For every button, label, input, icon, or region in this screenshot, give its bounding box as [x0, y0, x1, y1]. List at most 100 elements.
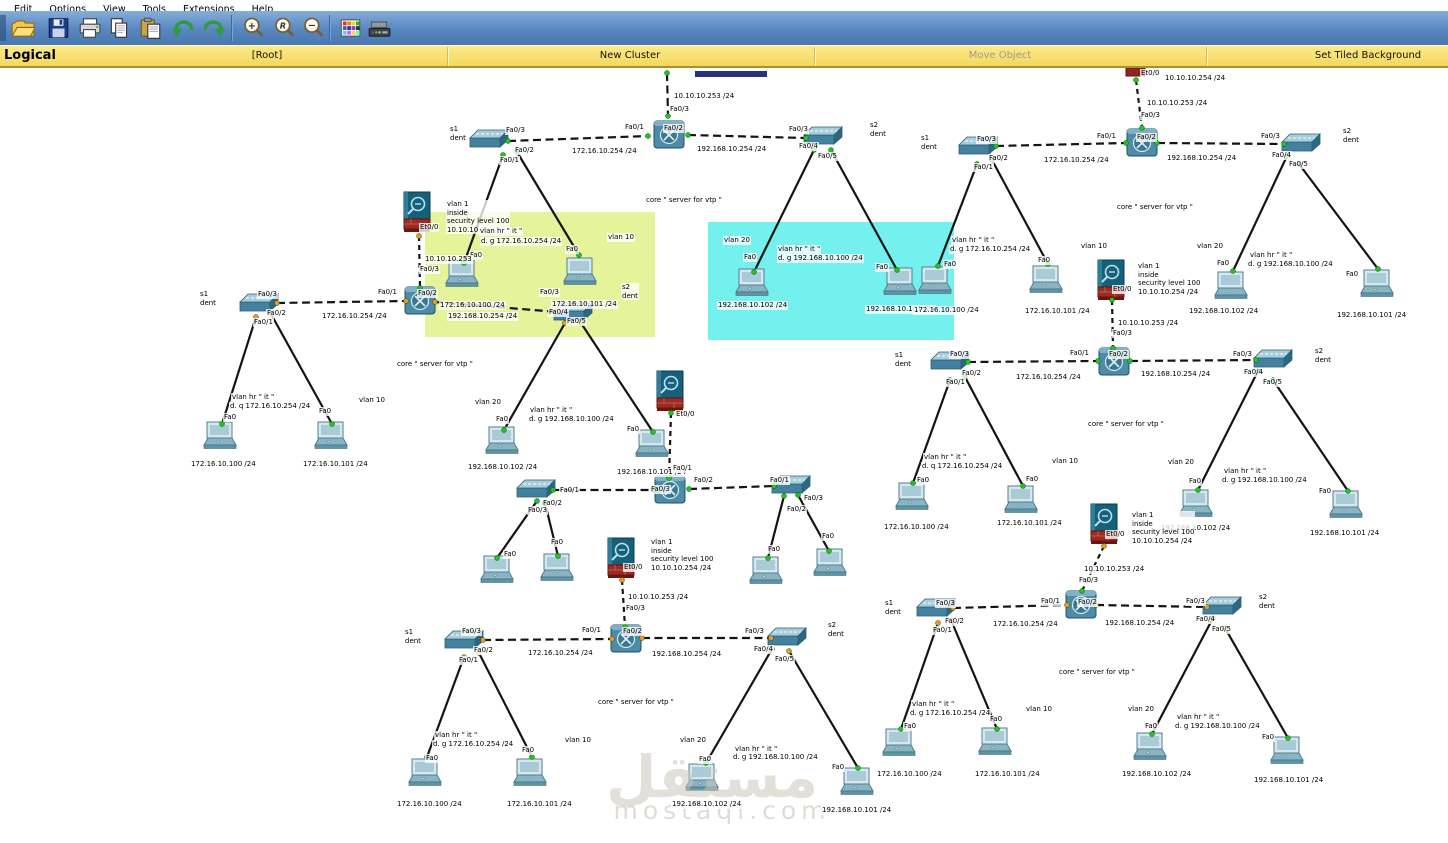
laptop-icon[interactable]: [314, 421, 348, 449]
laptop-icon[interactable]: [485, 426, 519, 454]
asa-firewall-icon[interactable]: [607, 537, 635, 578]
port-status-dot: [424, 754, 430, 760]
copy-icon[interactable]: [107, 15, 132, 41]
bar-divider: [815, 47, 816, 66]
menu-item-tools[interactable]: Tools: [142, 4, 167, 11]
router-core-icon[interactable]: [404, 286, 436, 315]
network-link: [967, 359, 1099, 364]
switch-2950-icon[interactable]: [1202, 596, 1242, 615]
network-link: [1224, 627, 1289, 739]
network-link: [665, 72, 670, 117]
asa-firewall-icon[interactable]: [403, 191, 431, 232]
switch-2950-icon[interactable]: [771, 475, 811, 494]
laptop-icon[interactable]: [408, 758, 442, 786]
menu-item-view[interactable]: View: [103, 4, 126, 11]
port-status-dot: [1195, 487, 1201, 493]
port-status-dot: [329, 421, 335, 427]
device-template-icon[interactable]: [367, 15, 392, 41]
asa-firewall-icon[interactable]: [1097, 259, 1125, 300]
switch-2950-icon[interactable]: [1281, 133, 1321, 152]
port-status-dot: [480, 637, 486, 643]
switch-2950-icon[interactable]: [916, 598, 956, 617]
laptop-icon[interactable]: [1029, 265, 1063, 293]
menu-bar: Edit Options View Tools Extensions Help: [0, 0, 1448, 11]
laptop-icon[interactable]: [978, 727, 1012, 755]
network-link: [270, 313, 333, 425]
port-status-dot: [666, 475, 672, 481]
laptop-icon[interactable]: [203, 421, 237, 449]
switch-2950-icon[interactable]: [958, 136, 998, 155]
laptop-icon[interactable]: [1214, 271, 1248, 299]
switch-2950-icon[interactable]: [930, 351, 970, 370]
undo-icon[interactable]: [171, 15, 196, 41]
laptop-icon[interactable]: [1329, 490, 1363, 518]
switch-2950-icon[interactable]: [444, 630, 484, 649]
redo-icon[interactable]: [201, 15, 226, 41]
laptop-icon[interactable]: [1179, 489, 1213, 517]
port-status-dot: [965, 359, 971, 365]
paste-icon[interactable]: [138, 15, 163, 41]
port-status-dot: [501, 427, 507, 433]
laptop-icon[interactable]: [635, 429, 669, 457]
open-folder-icon[interactable]: [10, 15, 36, 41]
laptop-icon[interactable]: [895, 482, 929, 510]
color-palette-icon[interactable]: [338, 15, 363, 41]
switch-2950-icon[interactable]: [1253, 349, 1293, 368]
laptop-icon[interactable]: [540, 553, 574, 581]
laptop-icon[interactable]: [882, 728, 916, 756]
menu-item-edit[interactable]: Edit: [14, 4, 33, 11]
switch-2950-icon[interactable]: [803, 126, 843, 145]
port-status-dot: [686, 486, 692, 492]
port-status-dot: [668, 410, 674, 416]
workspace-button-settiledbackground[interactable]: Set Tiled Background: [1314, 50, 1422, 61]
network-link: [1272, 379, 1349, 492]
port-status-dot: [494, 555, 500, 561]
port-status-dot: [1093, 602, 1099, 608]
port-status-dot: [650, 429, 656, 435]
laptop-icon[interactable]: [513, 758, 547, 786]
laptop-icon[interactable]: [918, 266, 952, 294]
switch-2950-icon[interactable]: [239, 293, 279, 312]
network-link: [991, 159, 1049, 265]
network-link: [434, 300, 559, 314]
router-core-icon[interactable]: [653, 120, 685, 149]
laptop-icon[interactable]: [735, 268, 769, 296]
laptop-icon[interactable]: [883, 267, 917, 295]
router-core-icon[interactable]: [1065, 590, 1097, 619]
port-status-dot: [811, 147, 817, 153]
port-status-dot: [994, 726, 1000, 732]
save-icon[interactable]: [46, 15, 71, 41]
laptop-icon[interactable]: [445, 259, 479, 287]
asa-firewall-partial-icon[interactable]: [1125, 67, 1146, 77]
router-core-icon[interactable]: [1126, 128, 1158, 157]
zoom-out-icon[interactable]: −: [301, 15, 326, 41]
workspace-button-root[interactable]: [Root]: [251, 50, 283, 61]
laptop-icon[interactable]: [813, 548, 847, 576]
menu-item-options[interactable]: Options: [49, 4, 87, 11]
laptop-icon[interactable]: [840, 767, 874, 795]
print-icon[interactable]: [77, 15, 102, 41]
workspace-button-newcluster[interactable]: New Cluster: [599, 50, 661, 61]
laptop-icon[interactable]: [563, 257, 597, 285]
zoom-reset-icon[interactable]: R: [272, 15, 297, 41]
laptop-icon[interactable]: [1133, 732, 1167, 760]
router-core-icon[interactable]: [1098, 347, 1130, 376]
asa-firewall-icon[interactable]: [656, 370, 684, 411]
switch-2950-icon[interactable]: [516, 479, 556, 498]
switch-2950-icon[interactable]: [469, 129, 509, 148]
laptop-icon[interactable]: [1360, 269, 1394, 297]
zoom-in-icon[interactable]: +: [241, 15, 266, 41]
laptop-icon[interactable]: [1270, 736, 1304, 764]
switch-2950-icon[interactable]: [767, 627, 807, 646]
laptop-icon[interactable]: [480, 555, 514, 583]
asa-firewall-icon[interactable]: [1090, 503, 1118, 544]
menu-item-extensions[interactable]: Extensions: [183, 4, 235, 11]
laptop-icon[interactable]: [749, 556, 783, 584]
laptop-icon[interactable]: [685, 763, 719, 791]
port-status-dot: [855, 765, 861, 771]
menu-item-help[interactable]: Help: [251, 4, 274, 11]
network-link: [1129, 358, 1257, 363]
laptop-icon[interactable]: [1004, 485, 1038, 513]
